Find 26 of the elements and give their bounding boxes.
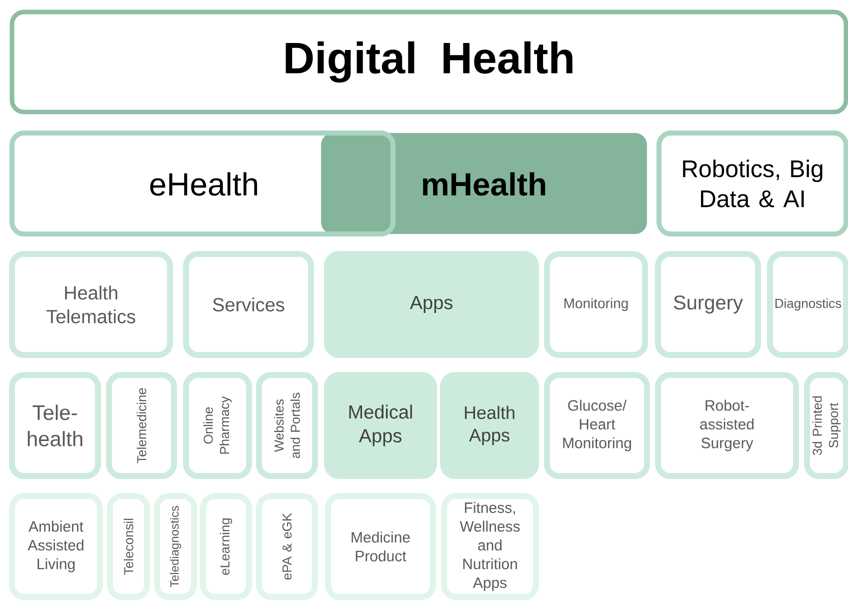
title-banner: Digital Health [10,10,848,114]
category-box: Health Apps [440,372,539,479]
category-box: Apps [324,251,539,358]
category-box: Telediagnostics [154,493,197,600]
category-box: 3d Printed Support [804,372,848,479]
category-box: Diagnostics [767,251,848,358]
category-box: Glucose/ Heart Monitoring [544,372,650,479]
category-box: Fitness, Wellness and Nutrition Apps [441,493,539,600]
category-box: Monitoring [544,251,648,358]
category-box: Teleconsil [107,493,150,600]
category-box: Tele-health [9,372,101,479]
category-box: eHealth [10,130,396,236]
category-box: Services [183,251,314,358]
category-box: mHealth [321,133,647,234]
category-box: Telemedicine [106,372,177,479]
category-box: Robotics, Big Data & AI [656,130,848,236]
category-box: Medical Apps [324,372,437,479]
category-box: ePA & eGK [256,493,318,600]
category-box: Websites and Portals [256,372,318,479]
category-box: Health Telematics [9,251,173,358]
category-box: Medicine Product [325,493,436,600]
category-box: Surgery [655,251,761,358]
category-box: Online Pharmacy [183,372,252,479]
category-box: Robot-assisted Surgery [655,372,799,479]
category-box: Ambient Assisted Living [9,493,103,600]
category-box: eLearning [200,493,252,600]
